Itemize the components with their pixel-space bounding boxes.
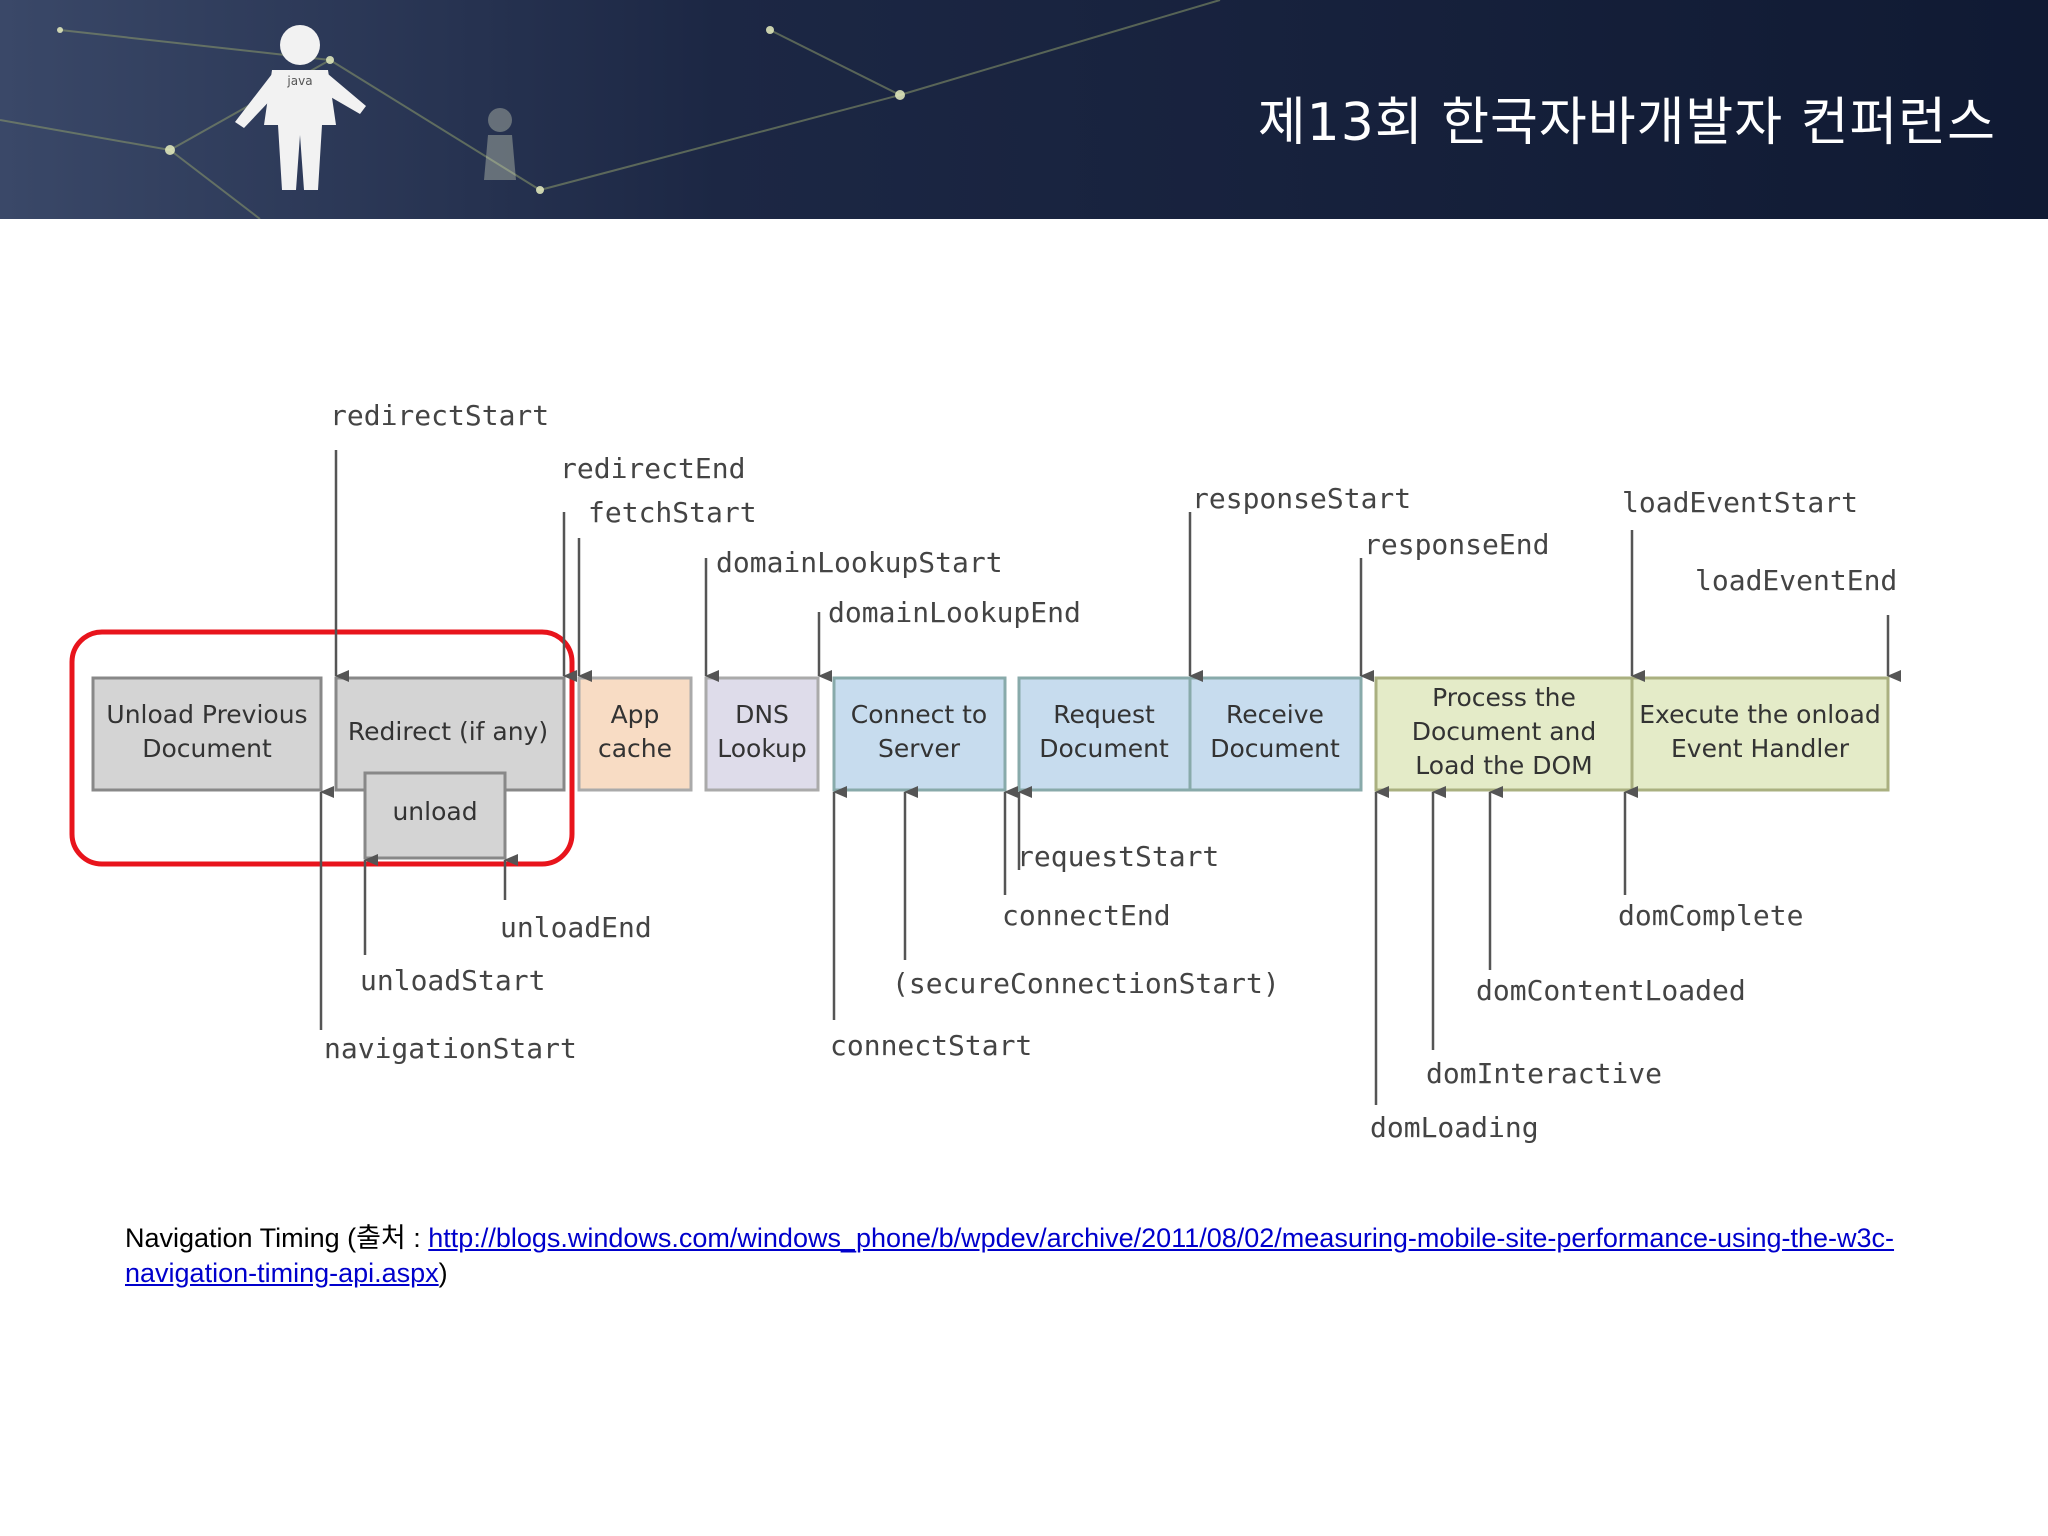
svg-text:Unload Previous: Unload Previous [106,700,307,729]
caption-prefix: Navigation Timing (출처 : [125,1223,429,1253]
source-link[interactable]: http://blogs.windows.com/windows_phone/b… [125,1223,1895,1288]
label-response-start: responseStart [1192,482,1411,515]
label-request-start: requestStart [1017,840,1219,873]
label-navigation-start: navigationStart [324,1032,577,1065]
svg-text:Process the: Process the [1432,683,1576,712]
label-redirect-end: redirectEnd [560,452,745,485]
source-caption: Navigation Timing (출처 : http://blogs.win… [125,1221,1905,1291]
label-response-end: responseEnd [1364,528,1549,561]
svg-text:Document and: Document and [1412,717,1597,746]
label-fetch-start: fetchStart [588,496,757,529]
label-unload-end: unloadEnd [500,911,652,944]
label-secure-connection-start: (secureConnectionStart) [892,967,1280,1000]
caption-suffix: ) [438,1258,448,1288]
box-app-cache: App cache [577,676,693,792]
box-process-document: Process the Document and Load the DOM [1374,676,1634,792]
label-redirect-start: redirectStart [330,399,549,432]
label-domain-lookup-start: domainLookupStart [716,546,1003,579]
svg-text:Document: Document [142,734,272,763]
java-mascot-icon: java [235,25,366,190]
slide-title: 제13회 한국자바개발자 컨퍼런스 [1257,93,1996,153]
svg-text:Redirect (if any): Redirect (if any) [348,717,548,746]
label-load-event-start: loadEventStart [1622,486,1858,519]
slide-header: java 제13회 한국자바개발자 컨퍼런스 [0,0,2048,219]
header-constellation-art: java [0,0,1221,219]
label-unload-start: unloadStart [360,964,545,997]
svg-text:Execute the onload: Execute the onload [1639,700,1880,729]
svg-text:App: App [611,700,660,729]
label-connect-end: connectEnd [1002,899,1171,932]
label-dom-interactive: domInteractive [1426,1057,1662,1090]
label-connect-start: connectStart [830,1029,1032,1062]
label-dom-content-loaded: domContentLoaded [1476,974,1746,1007]
svg-text:java: java [286,74,312,88]
svg-text:Document: Document [1210,734,1340,763]
box-redirect: Redirect (if any) [334,676,566,792]
svg-text:Load the DOM: Load the DOM [1415,751,1592,780]
svg-text:DNS: DNS [735,700,789,729]
svg-text:Request: Request [1053,700,1155,729]
svg-text:Event Handler: Event Handler [1671,734,1850,763]
box-execute-onload: Execute the onload Event Handler [1630,676,1890,792]
label-dom-complete: domComplete [1618,899,1803,932]
svg-text:Server: Server [878,734,961,763]
svg-text:Document: Document [1039,734,1169,763]
svg-text:Connect to: Connect to [851,700,987,729]
box-connect-to-server: Connect to Server [832,676,1007,792]
label-dom-loading: domLoading [1370,1111,1539,1144]
svg-text:cache: cache [598,734,672,763]
label-domain-lookup-end: domainLookupEnd [828,596,1081,629]
box-request-document: Request Document [1017,676,1192,792]
box-receive-document: Receive Document [1188,676,1363,792]
label-load-event-end: loadEventEnd [1695,564,1897,597]
svg-text:Lookup: Lookup [717,734,807,763]
svg-text:Receive: Receive [1226,700,1324,729]
box-dns-lookup: DNS Lookup [704,676,820,792]
box-unload-previous: Unload Previous Document [91,676,323,792]
svg-text:unload: unload [392,797,477,826]
box-unload: unload [363,771,507,860]
